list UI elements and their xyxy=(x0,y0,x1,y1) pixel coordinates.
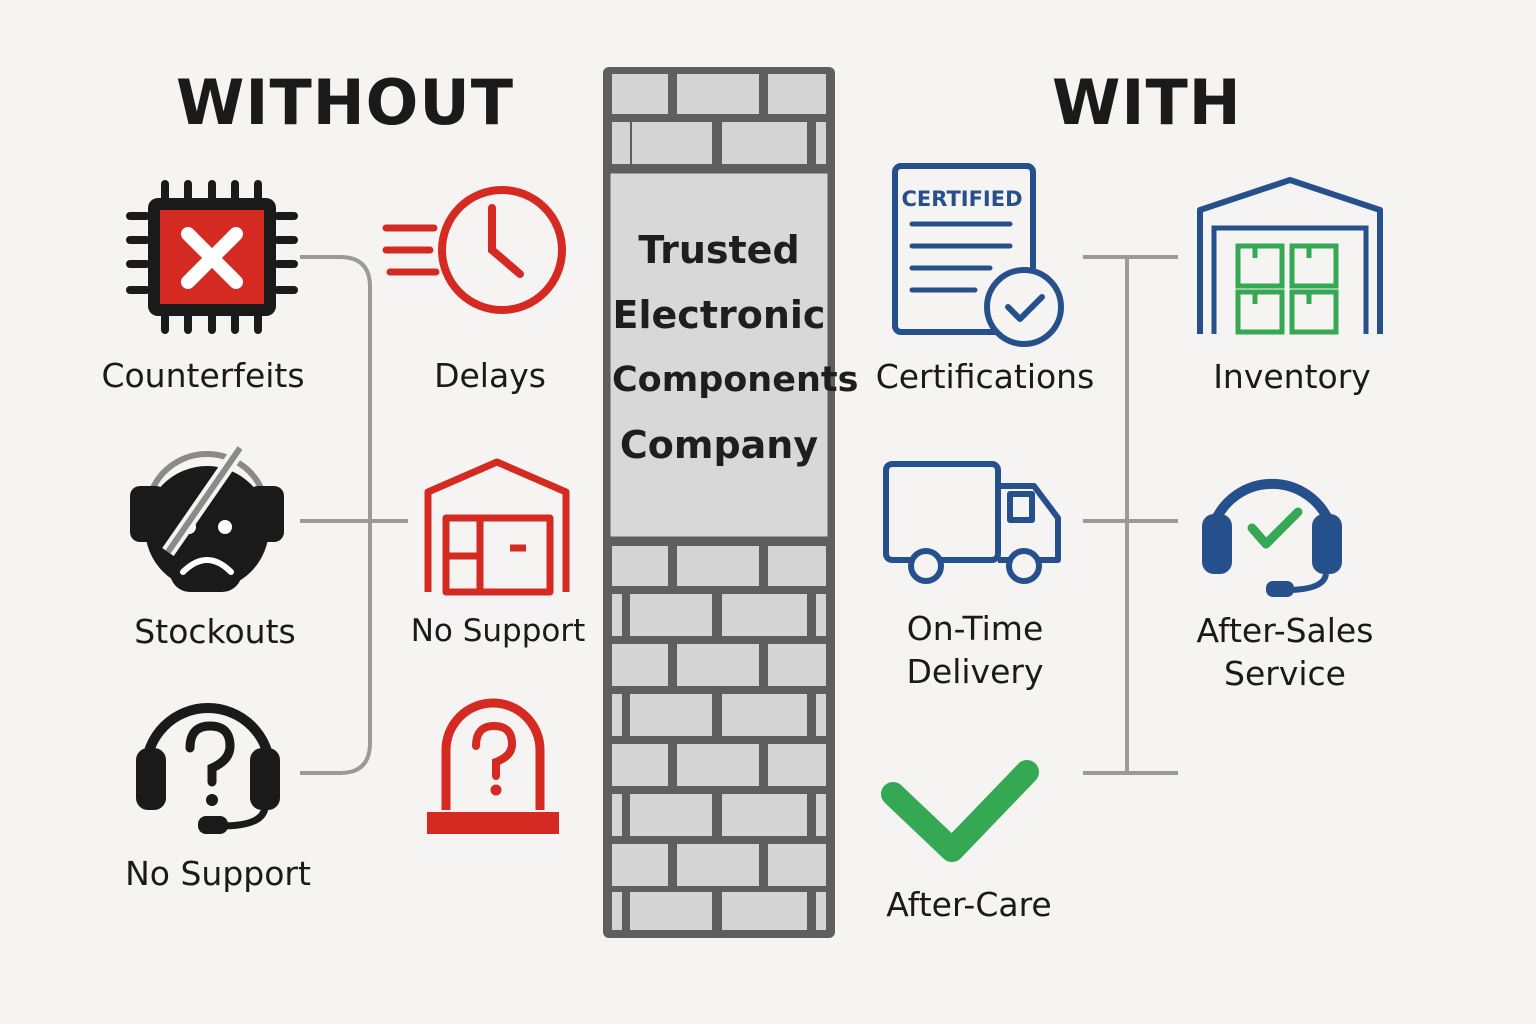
empty-warehouse-icon xyxy=(424,458,570,596)
label-no-support-warehouse: No Support xyxy=(411,611,586,651)
label-stockouts: Stockouts xyxy=(134,611,295,654)
center-panel xyxy=(607,170,831,540)
label-certifications: Certifications xyxy=(876,356,1095,399)
label-line: Stockouts xyxy=(134,612,296,651)
label-line: No Support xyxy=(410,613,586,649)
certificate-icon xyxy=(892,163,1064,347)
delivery-truck-icon xyxy=(883,461,1061,584)
company-title-line: Company xyxy=(619,423,819,467)
stocked-warehouse-icon xyxy=(1197,177,1383,335)
label-line: Counterfeits xyxy=(101,356,305,395)
without-heading: WITHOUT xyxy=(176,66,514,139)
without-connector xyxy=(300,255,408,775)
certified-badge-text: CERTIFIED xyxy=(901,187,1022,211)
label-line: No Support xyxy=(125,854,311,893)
label-line: Delays xyxy=(434,356,546,395)
label-delays: Delays xyxy=(434,355,546,398)
label-line: After-Sales xyxy=(1196,611,1374,650)
label-line: After-Care xyxy=(886,885,1052,924)
checkmark-icon xyxy=(881,760,1039,862)
label-on-time-delivery: On-Time Delivery xyxy=(907,608,1044,694)
with-connector xyxy=(1083,255,1178,775)
headset-sad-icon xyxy=(130,444,284,592)
headset-check-icon xyxy=(1202,478,1342,597)
label-after-care: After-Care xyxy=(886,884,1051,927)
label-line: Service xyxy=(1224,653,1346,693)
label-counterfeits: Counterfeits xyxy=(101,355,304,398)
counterfeit-chip-icon xyxy=(126,180,298,334)
clock-speed-icon xyxy=(382,186,566,314)
company-title-line: Trusted xyxy=(638,228,800,272)
headset-question-icon xyxy=(136,703,280,834)
label-inventory: Inventory xyxy=(1213,356,1371,399)
company-title-line: Electronic xyxy=(612,293,826,337)
label-line: Certifications xyxy=(875,357,1095,396)
label-no-support-headset: No Support xyxy=(125,853,311,896)
with-heading: WITH xyxy=(1052,66,1242,139)
label-line: Inventory xyxy=(1213,357,1371,396)
company-title-line: Components xyxy=(612,360,859,400)
wall-bottom-bricks xyxy=(612,546,826,930)
label-after-sales-service: After-Sales Service xyxy=(1197,610,1374,696)
wall-top-bricks xyxy=(612,74,826,164)
company-title: Trusted Electronic Components Company xyxy=(612,218,859,478)
alarm-question-icon xyxy=(427,698,559,834)
label-line: On-Time xyxy=(906,609,1044,648)
brick-wall xyxy=(603,67,835,938)
label-line: Delivery xyxy=(906,651,1044,691)
